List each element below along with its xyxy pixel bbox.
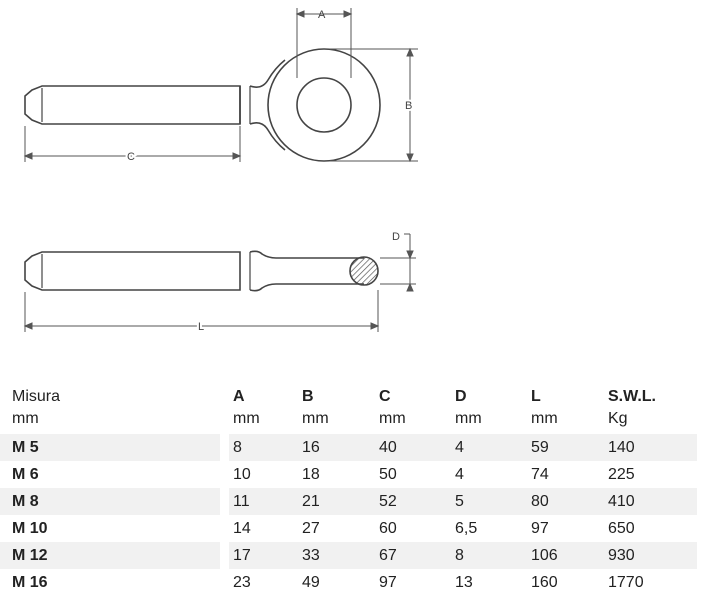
cell-swl: 1770: [608, 574, 644, 591]
cell-size: M 10: [12, 520, 48, 537]
header-l: L: [531, 388, 541, 405]
header-l-unit: mm: [531, 410, 558, 427]
dimension-a: [295, 8, 353, 78]
cell-a: 23: [233, 574, 251, 591]
header-b: B: [302, 388, 314, 405]
cell-l: 160: [531, 574, 558, 591]
eye-bolt-top-view: [24, 48, 381, 162]
table-row: M 6 10 18 50 4 74 225: [0, 461, 697, 488]
cell-c: 40: [379, 439, 397, 456]
table-row: M 5 8 16 40 4 59 140: [0, 434, 697, 461]
cell-swl: 140: [608, 439, 635, 456]
cell-b: 27: [302, 520, 320, 537]
cell-b: 21: [302, 493, 320, 510]
table-row: M 16 23 49 97 13 160 1770: [0, 569, 697, 596]
cell-size: M 5: [12, 439, 39, 456]
header-b-unit: mm: [302, 410, 329, 427]
header-misura: Misura: [12, 388, 61, 405]
cell-size: M 6: [12, 466, 39, 483]
cell-d: 4: [455, 439, 464, 456]
cell-l: 97: [531, 520, 549, 537]
dimension-b: [330, 47, 418, 163]
cell-a: 14: [233, 520, 251, 537]
header-a-unit: mm: [233, 410, 260, 427]
dimension-d: [380, 233, 416, 292]
dimension-c: [23, 126, 242, 162]
label-a: A: [318, 9, 326, 21]
label-l: L: [198, 321, 204, 333]
cell-a: 17: [233, 547, 251, 564]
eye-bolt-side-view: [24, 250, 379, 292]
cell-size: M 12: [12, 547, 48, 564]
cell-swl: 225: [608, 466, 635, 483]
cell-l: 74: [531, 466, 549, 483]
cell-d: 6,5: [455, 520, 478, 537]
header-d: D: [455, 388, 467, 405]
cell-d: 4: [455, 466, 464, 483]
cell-swl: 650: [608, 520, 635, 537]
cell-swl: 410: [608, 493, 635, 510]
cell-d: 13: [455, 574, 473, 591]
label-d: D: [392, 231, 400, 243]
cell-c: 97: [379, 574, 397, 591]
header-swl: S.W.L.: [608, 388, 656, 405]
cell-c: 50: [379, 466, 397, 483]
header-c-unit: mm: [379, 410, 406, 427]
cell-b: 16: [302, 439, 320, 456]
cell-l: 80: [531, 493, 549, 510]
header-a: A: [233, 388, 245, 405]
cell-b: 49: [302, 574, 320, 591]
cell-b: 18: [302, 466, 320, 483]
cell-size: M 8: [12, 493, 39, 510]
dimension-l: [23, 290, 380, 332]
header-swl-unit: Kg: [608, 410, 628, 427]
cell-d: 8: [455, 547, 464, 564]
cell-c: 67: [379, 547, 397, 564]
cell-size: M 16: [12, 574, 48, 591]
table-row: M 8 11 21 52 5 80 410: [0, 488, 697, 515]
label-b: B: [405, 100, 412, 112]
cell-b: 33: [302, 547, 320, 564]
cell-a: 8: [233, 439, 242, 456]
technical-drawing: A B C D L: [23, 8, 418, 335]
cell-swl: 930: [608, 547, 635, 564]
table-header: Misura mm A mm B mm C mm D mm L mm S.W.L…: [0, 384, 705, 428]
header-d-unit: mm: [455, 410, 482, 427]
cell-d: 5: [455, 493, 464, 510]
cell-a: 11: [233, 493, 250, 510]
cell-c: 52: [379, 493, 397, 510]
cell-l: 59: [531, 439, 549, 456]
header-c: C: [379, 388, 391, 405]
header-misura-unit: mm: [12, 410, 39, 427]
cell-a: 10: [233, 466, 251, 483]
table-row: M 12 17 33 67 8 106 930: [0, 542, 697, 569]
table-row: M 10 14 27 60 6,5 97 650: [0, 515, 697, 542]
cell-c: 60: [379, 520, 397, 537]
label-c: C: [127, 151, 135, 163]
cell-l: 106: [531, 547, 558, 564]
